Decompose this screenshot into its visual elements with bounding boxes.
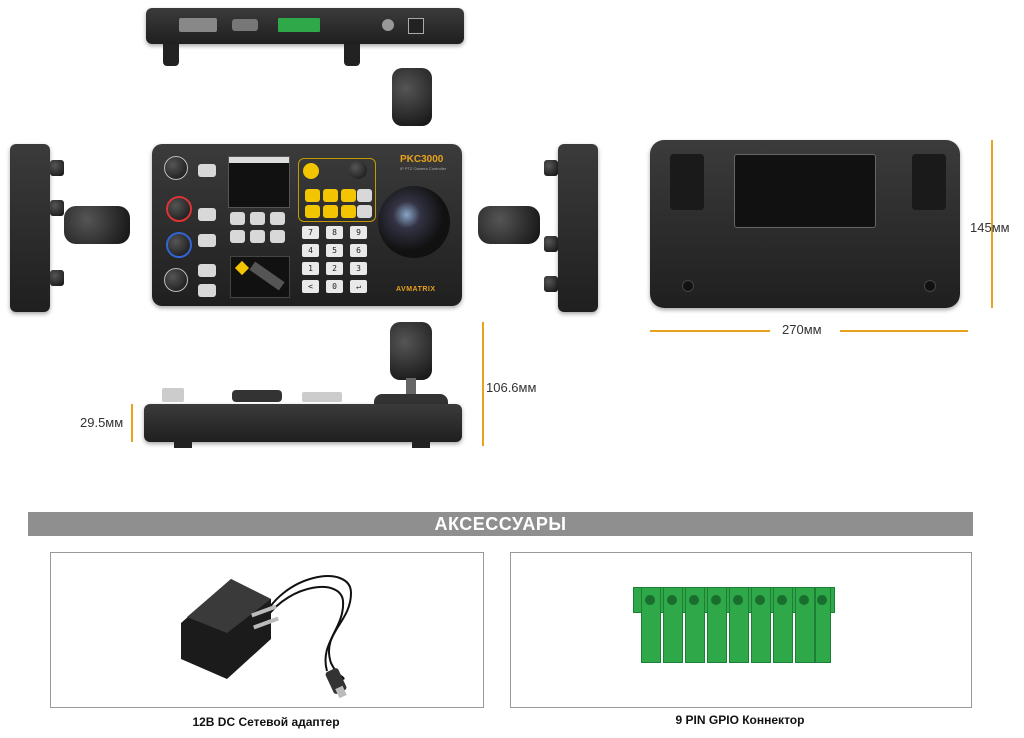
- iris-knob: [166, 196, 192, 222]
- depth-total-dimension-label: 106.6мм: [486, 380, 537, 395]
- cam-button-1: [230, 212, 245, 225]
- depth-body-dimension-label: 29.5мм: [80, 415, 124, 430]
- fn-button-8: [357, 205, 372, 218]
- model-subtitle: IP PTZ Camera Controller: [400, 166, 447, 171]
- width-dimension-line-left: [650, 330, 770, 332]
- fn-button-6: [323, 205, 338, 218]
- ethernet-ports: [179, 18, 217, 32]
- accessories-title: АКСЕССУАРЫ: [434, 514, 567, 534]
- screw-left: [682, 280, 694, 292]
- fn-button-4: [357, 189, 372, 202]
- lcd-screen: [228, 156, 290, 208]
- knob-left-1: [50, 160, 64, 176]
- knob-right-3: [544, 276, 558, 292]
- keypad: 7 8 9 4 5 6 1 2 3 < 0 ↵: [300, 226, 372, 298]
- keypad-key: <: [302, 280, 319, 293]
- device-left-side-view: [10, 144, 50, 312]
- fn-button-3: [341, 189, 356, 202]
- joystick-right-view: [478, 206, 540, 244]
- knob-left-2: [50, 200, 64, 216]
- foot-top-left: [163, 44, 179, 66]
- model-label: PKC3000: [400, 154, 444, 165]
- foot-profile-right: [412, 440, 430, 448]
- foot-top-right: [344, 44, 360, 66]
- joystick-base-profile: [374, 394, 448, 406]
- height-dimension-label: 145мм: [970, 220, 1010, 235]
- keypad-key: 6: [350, 244, 367, 257]
- zoom-knob: [164, 156, 188, 180]
- speed-knob: [164, 268, 188, 292]
- keypad-key: 9: [350, 226, 367, 239]
- cam-button-2: [250, 212, 265, 225]
- back-foot-right: [912, 154, 946, 210]
- cam-button-6: [270, 230, 285, 243]
- depth-total-dimension-line: [482, 322, 484, 446]
- accessory-power-adapter-caption: 12В DC Сетевой адаптер: [192, 715, 340, 729]
- knob-right-2: [544, 236, 558, 252]
- rec-button: [198, 284, 216, 297]
- height-dimension-line: [991, 140, 993, 308]
- keypad-key: 7: [302, 226, 319, 239]
- accessory-gpio-connector-box: [510, 552, 972, 708]
- width-dimension-label: 270мм: [782, 322, 822, 337]
- power-adapter-image: [181, 575, 353, 699]
- keypad-key: 0: [326, 280, 343, 293]
- keypad-key: 5: [326, 244, 343, 257]
- depth-body-dimension-line: [131, 404, 133, 442]
- keypad-key: 8: [326, 226, 343, 239]
- power-connector: [382, 19, 394, 31]
- accessories-header: АКСЕССУАРЫ: [28, 512, 973, 536]
- cam-button-4: [230, 230, 245, 243]
- device-front-view: 7 8 9 4 5 6 1 2 3 < 0 ↵ PKC3000 IP PTZ C…: [152, 144, 462, 306]
- accessory-gpio-connector-caption: 9 PIN GPIO Коннектор: [675, 713, 805, 727]
- lock-button: [198, 208, 216, 221]
- knob-profile-row: [162, 388, 362, 402]
- fn-button-5: [305, 205, 320, 218]
- fn-button-1: [305, 189, 320, 202]
- back-foot-left: [670, 154, 704, 210]
- keypad-key: 1: [302, 262, 319, 275]
- serial-port: [232, 19, 258, 31]
- joystick-profile-view: [390, 322, 432, 380]
- mode-button: [198, 234, 216, 247]
- cam-button-3: [270, 212, 285, 225]
- knob-right-1: [544, 160, 558, 176]
- function-panel: [298, 158, 376, 222]
- device-profile-view: [144, 404, 462, 442]
- focus-knob: [166, 232, 192, 258]
- joystick: [378, 186, 450, 258]
- keypad-key: ↵: [350, 280, 367, 293]
- joystick-left-view: [64, 206, 130, 244]
- width-dimension-line-right: [840, 330, 968, 332]
- fn-button-7: [341, 205, 356, 218]
- device-top-view: [146, 8, 464, 44]
- joystick-top-view: [392, 68, 432, 130]
- tbar-slider: [230, 256, 290, 298]
- cam-button-5: [250, 230, 265, 243]
- keypad-key: 3: [350, 262, 367, 275]
- keypad-key: 4: [302, 244, 319, 257]
- pinout-label: [734, 154, 876, 228]
- knob-left-3: [50, 270, 64, 286]
- brand-logo: AVMATRIX: [396, 286, 436, 293]
- gpio-connector-image: [633, 587, 835, 673]
- auto-button: [198, 164, 216, 177]
- joystick-shaft: [406, 378, 416, 400]
- device-back-view: [650, 140, 960, 308]
- keypad-key: 2: [326, 262, 343, 275]
- foot-profile-left: [174, 440, 192, 448]
- power-switch: [408, 18, 424, 34]
- gpio-terminal: [278, 18, 320, 32]
- white-button: [198, 264, 216, 277]
- fn-button-2: [323, 189, 338, 202]
- accessory-power-adapter-box: [50, 552, 484, 708]
- screw-right: [924, 280, 936, 292]
- device-right-side-view: [558, 144, 598, 312]
